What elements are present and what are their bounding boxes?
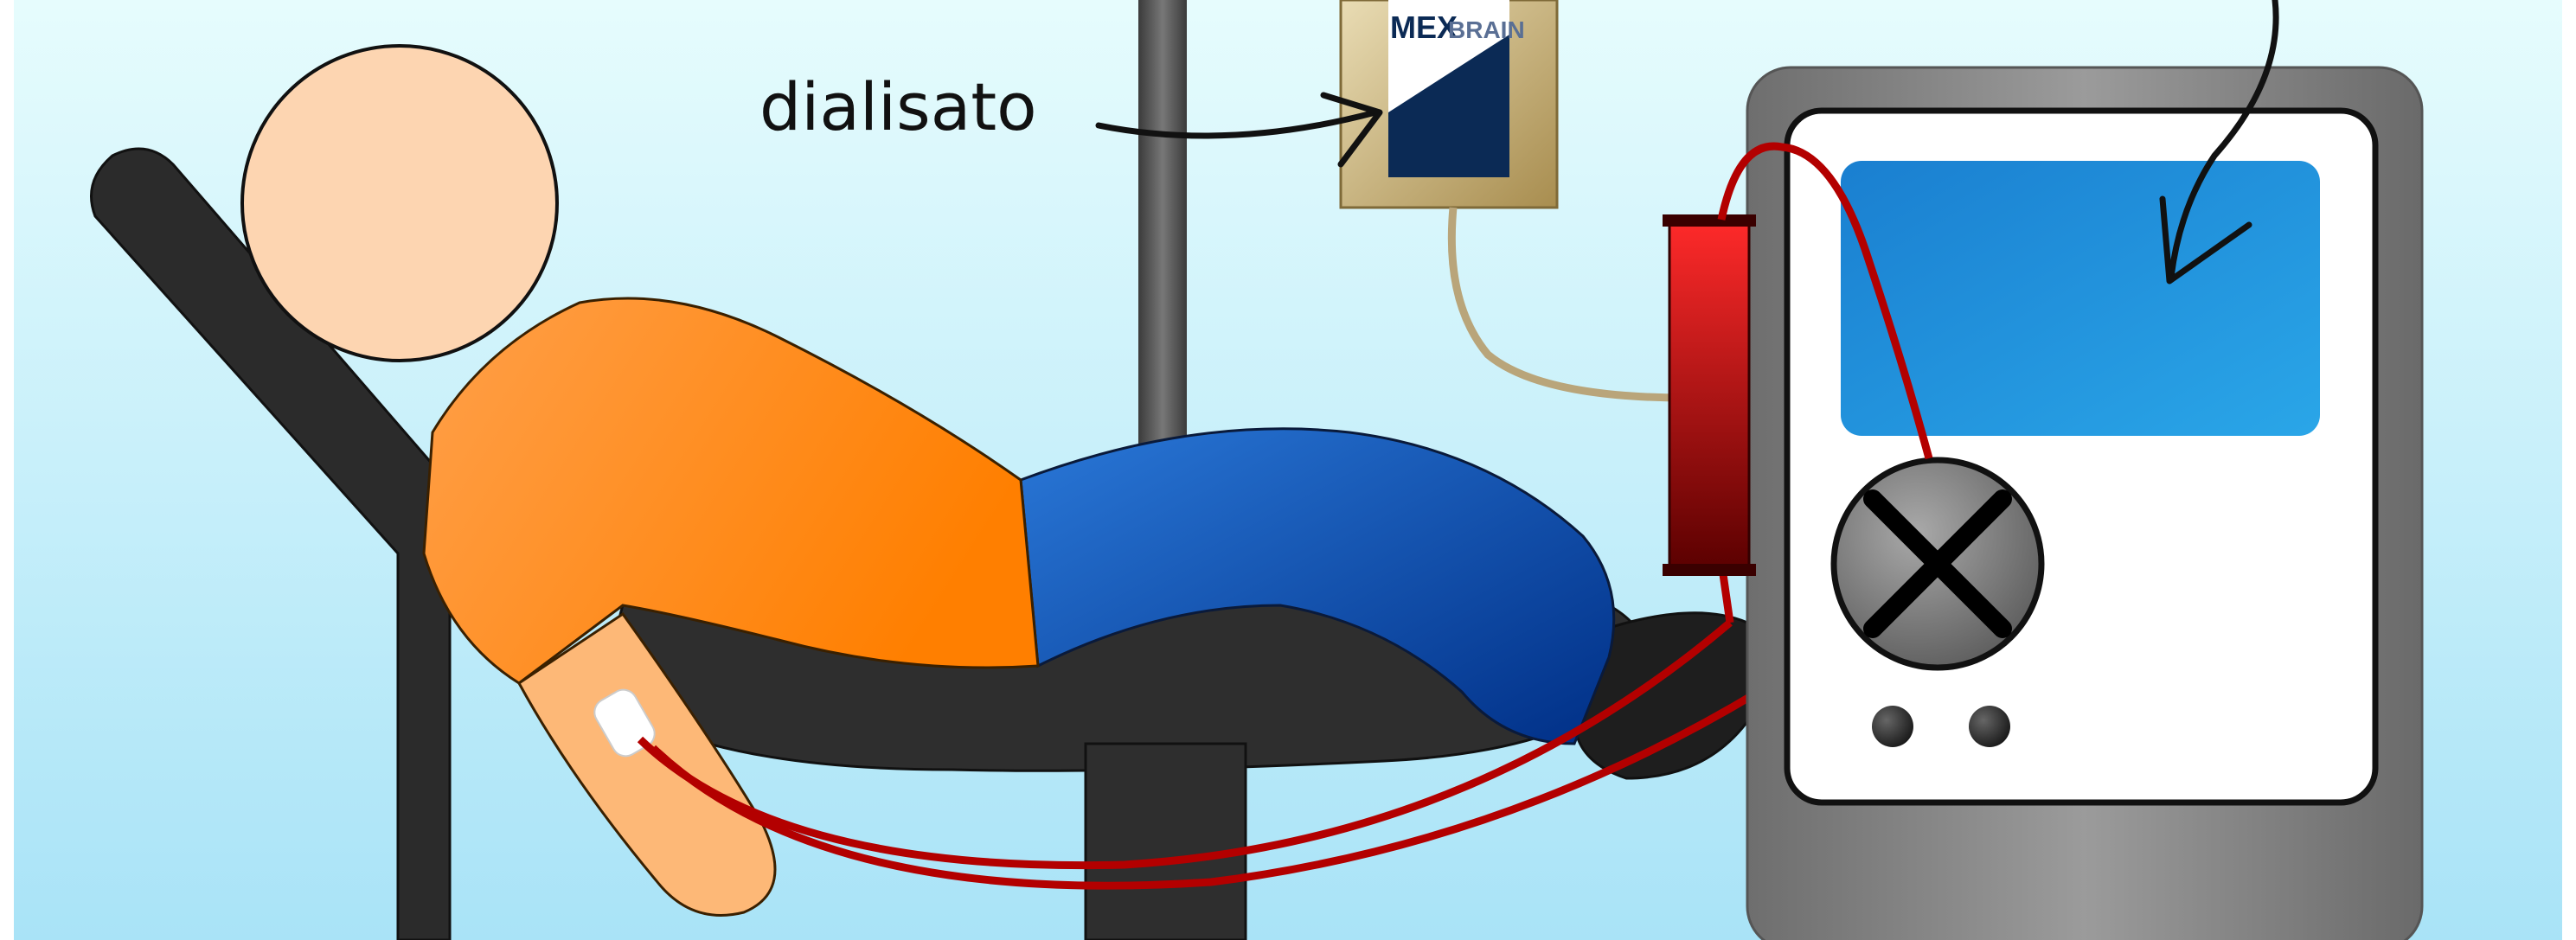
bag-brand-part2: BRAIN bbox=[1448, 16, 1525, 43]
dialysate-label: dialisato bbox=[759, 68, 1037, 145]
dialysis-machine bbox=[1747, 67, 2422, 940]
dialysate-bag: MEX BRAIN bbox=[1341, 0, 1557, 208]
dialyzer-filter bbox=[1663, 214, 1756, 576]
machine-knob-right bbox=[1969, 706, 2010, 747]
patient-head bbox=[242, 46, 557, 361]
x-cross-pump-icon bbox=[1834, 460, 2041, 668]
machine-knob-left bbox=[1872, 706, 1913, 747]
